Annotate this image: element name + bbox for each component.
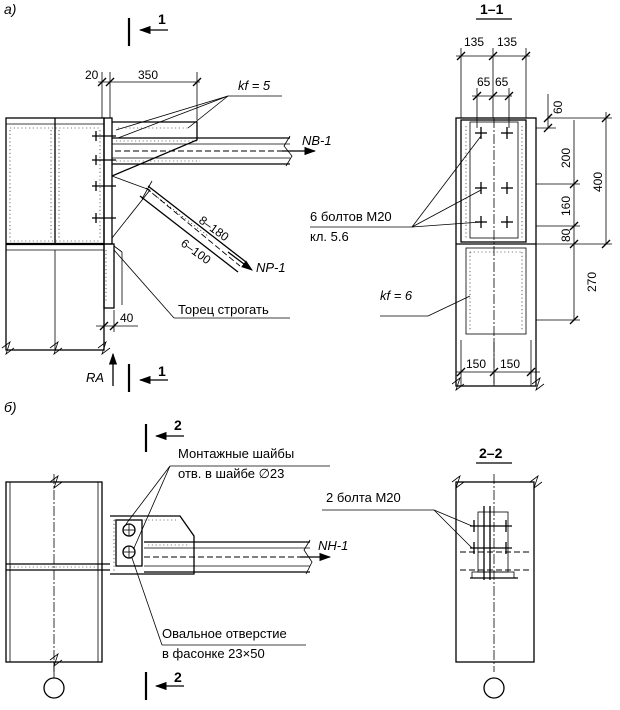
dim-200: 200	[559, 148, 573, 168]
axis-marker-b	[43, 677, 65, 699]
section-2-mark-top: 2	[174, 417, 182, 433]
end-plate-section	[460, 119, 527, 243]
gusset-plate	[111, 121, 198, 177]
weld-kf5-label: kf = 5	[238, 78, 271, 93]
leader-bolts-1	[411, 135, 482, 228]
dim-400: 400	[591, 172, 605, 192]
dim-65-right: 65	[495, 75, 509, 89]
dim-20: 20	[85, 68, 99, 82]
note-oval-2: в фасонке 23×50	[162, 646, 265, 661]
column-section	[455, 117, 537, 387]
dim-40: 40	[120, 311, 134, 325]
note-washers-1: Монтажные шайбы	[178, 446, 294, 461]
section-mark-bottom: 1	[158, 363, 166, 379]
weld-diag-6-100: 6–100	[178, 236, 213, 267]
dim-150-left: 150	[466, 357, 486, 371]
leader-kf6	[427, 295, 471, 317]
bolts-class-label: кл. 5.6	[310, 229, 349, 244]
note-washers-2: отв. в шайбе ∅23	[178, 466, 284, 481]
section-mark-top: 1	[158, 11, 166, 27]
dim-65-left: 65	[477, 75, 491, 89]
section-1-1-title: 1–1	[480, 1, 504, 17]
part-b-elevation: б) 2 NН-1	[4, 399, 348, 700]
bolts-elevation	[92, 131, 116, 223]
reaction-ra-label: RA	[86, 370, 104, 385]
force-nh1-label: NН-1	[318, 538, 348, 553]
axis-marker-b-section	[483, 677, 505, 699]
dim-150-right: 150	[500, 357, 520, 371]
note-oval-1: Овальное отверстие	[162, 626, 287, 641]
part-a-label: а)	[4, 1, 16, 17]
leader-tores	[113, 249, 175, 319]
dim-350: 350	[138, 68, 158, 82]
column-b-section	[455, 481, 535, 663]
weld-diag-8-180: 8–180	[196, 213, 231, 244]
force-np1-label: NР-1	[256, 260, 286, 275]
part-a-section-1-1: 1–1 135 135 65 65	[310, 1, 612, 392]
weld-kf6-label: kf = 6	[380, 288, 413, 303]
part-b-label: б)	[4, 399, 17, 415]
section-2-2-title: 2–2	[479, 445, 503, 461]
dim-135-left: 135	[464, 35, 484, 49]
part-b-section-2-2: 2–2 2 болта М20	[322, 445, 543, 699]
leader-kf5-1	[115, 95, 229, 131]
dim-160: 160	[559, 196, 573, 216]
force-nb1-label: NВ-1	[302, 133, 332, 148]
leader-bolts-2-a	[433, 509, 473, 527]
support-stiffener	[103, 243, 115, 309]
section-2-mark-bottom: 2	[174, 669, 182, 685]
note-tores-strogat: Торец строгать	[178, 302, 269, 317]
force-arrow-np1	[227, 251, 253, 271]
gusset-b	[110, 515, 195, 575]
part-a-elevation: а) 1 20 350	[1, 1, 332, 392]
dim-270: 270	[585, 272, 599, 292]
leader-washers-1	[125, 465, 171, 525]
dim-135-right: 135	[497, 35, 517, 49]
bolts-6-label: 6 болтов М20	[310, 209, 392, 224]
diagonal-brace-p1	[139, 180, 247, 273]
dim-80: 80	[559, 228, 573, 242]
bolts-2-label: 2 болта М20	[326, 490, 401, 505]
leader-oval	[131, 557, 163, 646]
end-plate	[103, 117, 113, 245]
dim-60: 60	[551, 100, 565, 114]
